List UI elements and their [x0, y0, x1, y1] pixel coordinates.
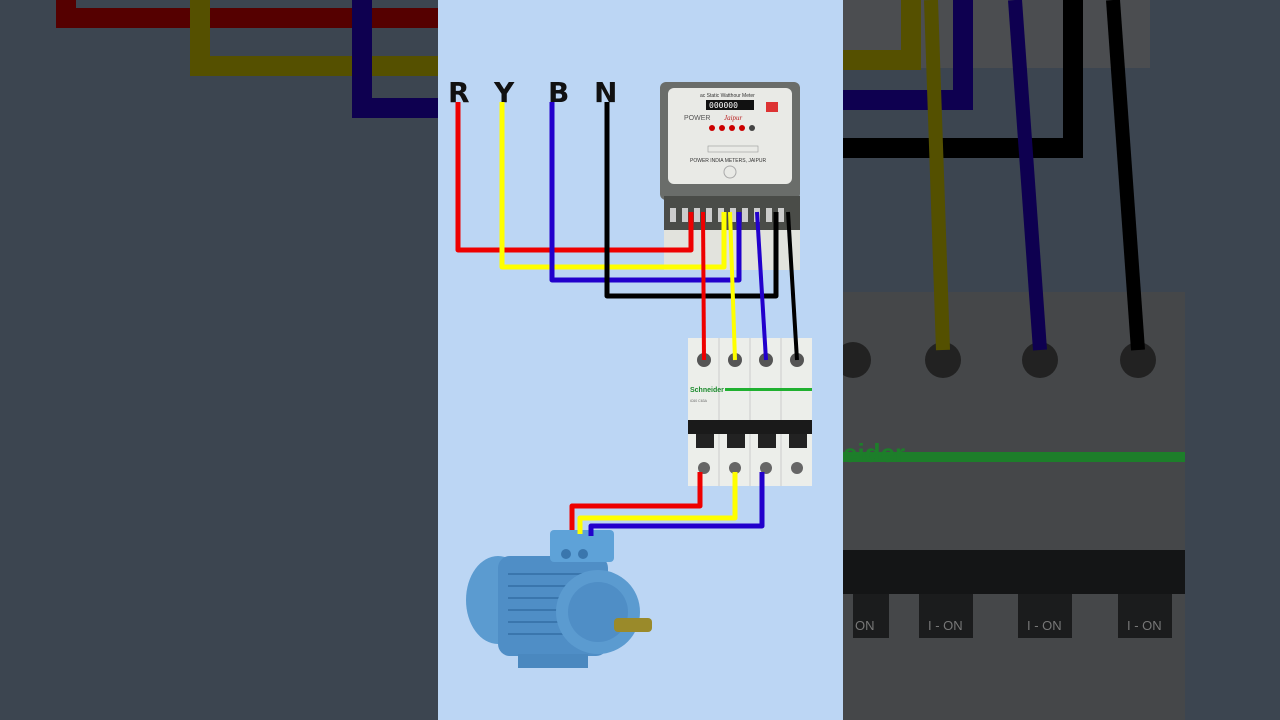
svg-text:Schneider: Schneider [690, 387, 724, 394]
blurred-wires-left [56, 0, 438, 118]
phase-label-r: R [448, 76, 470, 109]
diagram-panel: R Y B N ac Static Watthour Meter 000000 … [438, 0, 843, 720]
energy-meter: ac Static Watthour Meter 000000 POWER Ja… [660, 82, 800, 270]
svg-text:000000: 000000 [709, 101, 738, 110]
svg-text:I - ON: I - ON [928, 618, 963, 633]
background-left-blur [0, 0, 438, 720]
svg-text:I - ON: I - ON [1127, 618, 1162, 633]
three-phase-motor [466, 530, 652, 668]
phase-label-y: Y [494, 76, 515, 109]
wiring-svg: ac Static Watthour Meter 000000 POWER Ja… [455, 82, 812, 668]
svg-text:ON: ON [855, 618, 875, 633]
phase-label-b: B [548, 76, 570, 109]
mcb-to-motor-wires [569, 472, 765, 536]
mcb-4-pole: Schneider iC60 C63A [688, 338, 812, 486]
meter-to-mcb-wires [701, 211, 799, 361]
phase-label-n: N [594, 76, 618, 109]
svg-text:Jaipur: Jaipur [724, 114, 743, 122]
background-right-blur: eider ON I - ON I - ON I - ON [843, 0, 1280, 720]
svg-text:iC60 C63A: iC60 C63A [690, 399, 708, 403]
blurred-mcb-right: eider ON I - ON I - ON I - ON [843, 0, 1185, 720]
svg-text:ac Static Watthour Meter: ac Static Watthour Meter [700, 93, 755, 99]
svg-text:POWER: POWER [684, 115, 710, 122]
svg-text:I - ON: I - ON [1027, 618, 1062, 633]
svg-text:eider: eider [843, 438, 905, 468]
supply-wires [455, 102, 779, 299]
svg-text:POWER INDIA METERS, JAIPUR: POWER INDIA METERS, JAIPUR [690, 158, 767, 164]
